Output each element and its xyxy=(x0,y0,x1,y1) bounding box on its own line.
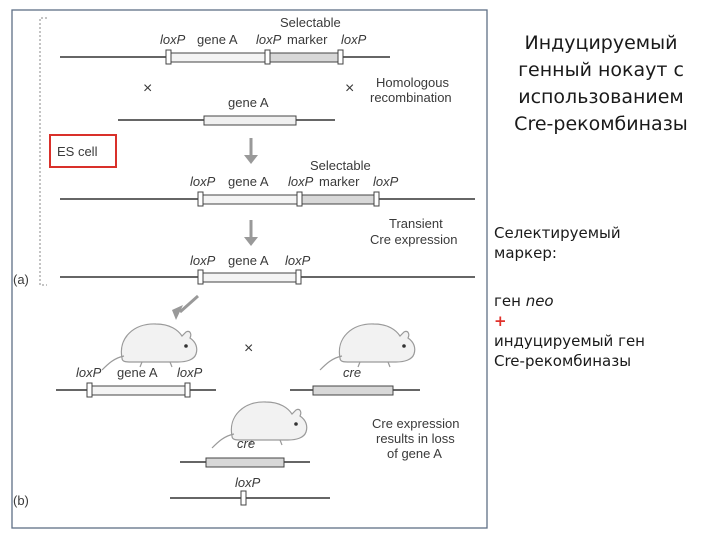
loxp-label: loxP xyxy=(373,174,399,189)
result-line-2: results in loss xyxy=(376,431,455,446)
floxed-allele: loxP gene A loxP xyxy=(60,253,475,285)
offspring-deleted-allele: loxP xyxy=(170,475,330,506)
loxp-site xyxy=(240,490,247,506)
cre-mouse-allele: cre xyxy=(290,365,420,396)
loxp-site xyxy=(165,49,172,65)
cross-symbol: × xyxy=(345,80,354,97)
loxp-site xyxy=(197,269,204,285)
es-cell-box xyxy=(49,134,117,168)
loxp-label: loxP xyxy=(160,32,186,47)
marker-heading-line: маркер: xyxy=(494,244,557,262)
result-line-1: Cre expression xyxy=(372,416,459,431)
transient-label: Transient xyxy=(389,216,443,231)
cre-expression-label: Cre expression xyxy=(370,232,457,247)
arrow-diagonal xyxy=(172,294,199,320)
cre-label: cre xyxy=(343,365,361,380)
loxp-label: loxP xyxy=(341,32,367,47)
endogenous-locus: gene A xyxy=(118,95,335,126)
loxp-site xyxy=(295,269,302,285)
homologous-label: Homologous xyxy=(376,75,449,90)
gene-a-label: gene A xyxy=(228,95,269,110)
plus-sign: + xyxy=(494,312,507,330)
panel-b-label: (b) xyxy=(13,493,29,508)
panel-a-bracket xyxy=(39,17,47,286)
loxp-site xyxy=(86,382,93,398)
recombined-allele: Selectable loxP gene A loxP marker loxP xyxy=(60,158,475,207)
targeting-construct: Selectable loxP gene A loxP marker loxP xyxy=(60,15,390,65)
gene-a-label: gene A xyxy=(228,253,269,268)
loxp-label: loxP xyxy=(190,174,216,189)
slide-title: Индуцируемый генный нокаут с использован… xyxy=(494,30,708,138)
marker-label: marker xyxy=(319,174,360,189)
neo-gene-line: ген neo xyxy=(494,291,708,311)
loxp-site xyxy=(296,191,303,207)
loxp-label: loxP xyxy=(76,365,102,380)
loxp-site xyxy=(373,191,380,207)
offspring-cre-allele: cre xyxy=(180,436,310,468)
figure-frame xyxy=(11,9,488,529)
gene-a-label: gene A xyxy=(228,174,269,189)
title-line: Cre-рекомбиназы xyxy=(514,113,688,135)
gene-a-label: gene A xyxy=(197,32,238,47)
cre-label: cre xyxy=(237,436,255,451)
marker-heading-line: Селектируемый xyxy=(494,224,621,242)
loxp-label: loxP xyxy=(256,32,282,47)
title-line: генный нокаут с xyxy=(518,59,684,81)
selectable-label: Selectable xyxy=(280,15,341,30)
title-line: использованием xyxy=(518,86,684,108)
cross-symbol: × xyxy=(143,80,152,97)
mouse-icon xyxy=(101,323,198,371)
loxp-site xyxy=(264,49,271,65)
loxp-label: loxP xyxy=(285,253,311,268)
mouse-icon xyxy=(319,323,416,371)
panel-a-label: (a) xyxy=(13,272,29,287)
side-panel: Индуцируемый генный нокаут с использован… xyxy=(494,30,708,371)
loxp-site xyxy=(197,191,204,207)
loxp-label: loxP xyxy=(177,365,203,380)
gene-a-label: gene A xyxy=(117,365,158,380)
marker-heading: Селектируемый маркер: xyxy=(494,223,708,263)
cross-symbol: × xyxy=(244,340,253,357)
loxp-label: loxP xyxy=(190,253,216,268)
inducible-gene-line: Cre-рекомбиназы xyxy=(494,352,632,370)
es-cell-label: ES cell xyxy=(57,144,98,159)
recombination-label: recombination xyxy=(370,90,452,105)
arrow-down xyxy=(244,138,258,164)
mouse-icon xyxy=(211,401,308,449)
loxp-site xyxy=(337,49,344,65)
neo-gene: neo xyxy=(525,292,554,310)
inducible-gene-line: индуцируемый ген xyxy=(494,332,645,350)
marker-label: marker xyxy=(287,32,328,47)
loxp-site xyxy=(184,382,191,398)
loxp-label: loxP xyxy=(235,475,261,490)
title-line: Индуцируемый xyxy=(524,32,678,54)
marker-description: ген neo + индуцируемый ген Cre-рекомбина… xyxy=(494,291,708,371)
loxp-label: loxP xyxy=(288,174,314,189)
selectable-label: Selectable xyxy=(310,158,371,173)
gene-prefix: ген xyxy=(494,292,526,310)
result-line-3: of gene A xyxy=(387,446,442,461)
arrow-down xyxy=(244,220,258,246)
floxed-mouse-allele: loxP gene A loxP xyxy=(56,365,216,398)
